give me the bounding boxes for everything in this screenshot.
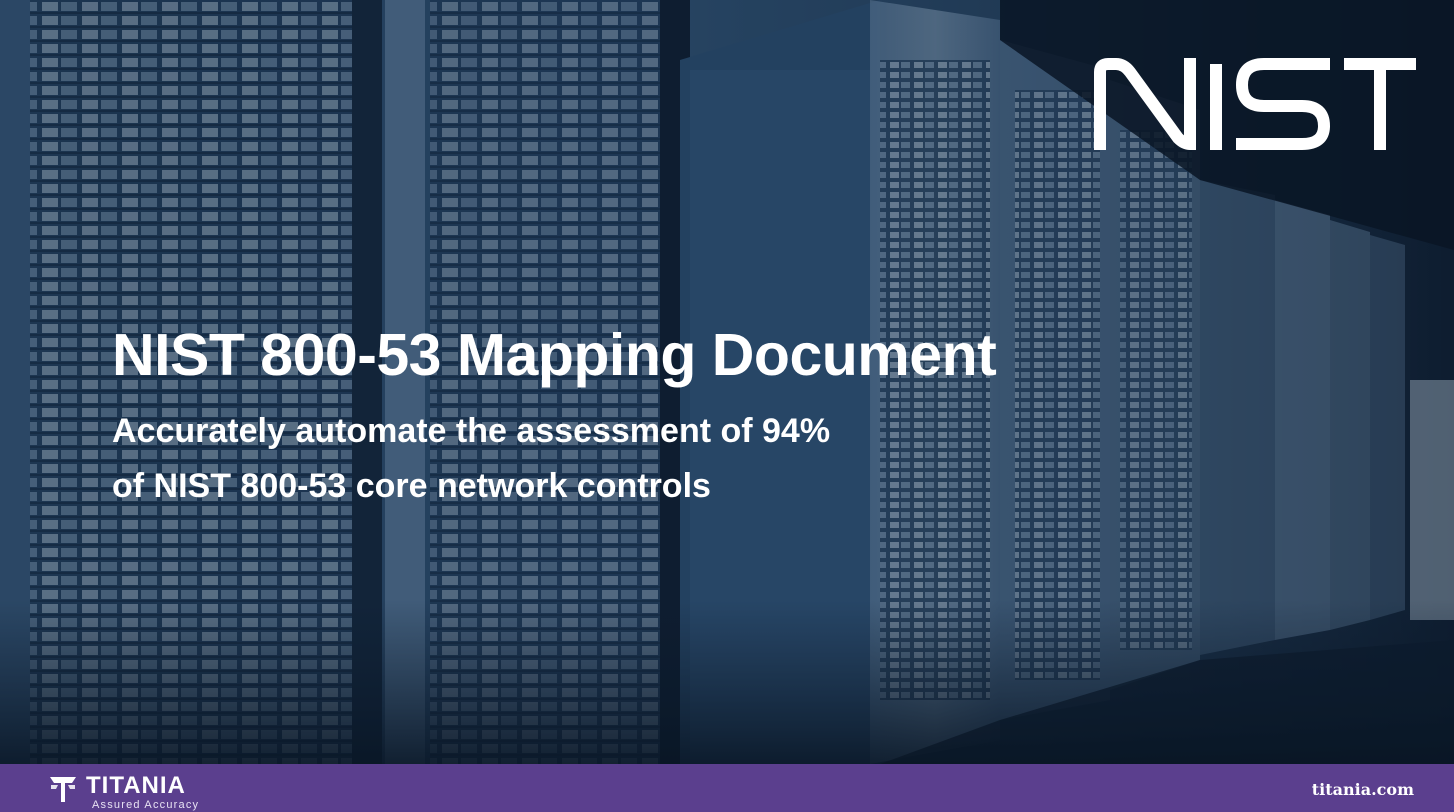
subtitle-line-1: Accurately automate the assessment of 94… (112, 412, 831, 450)
titania-brand[interactable]: TITANIA Assured Accuracy (48, 772, 218, 811)
page-title: NIST 800-53 Mapping Document (112, 322, 997, 388)
brand-name: TITANIA (86, 772, 186, 799)
brand-tagline: Assured Accuracy (92, 799, 200, 811)
titania-logo-icon (50, 777, 76, 802)
footer-bar: TITANIA Assured Accuracy titania.com (0, 764, 1454, 812)
subtitle-line-2: of NIST 800-53 core network controls (112, 467, 711, 505)
nist-wordmark-icon (1094, 58, 1416, 150)
website-link[interactable]: titania.com (1311, 780, 1414, 799)
